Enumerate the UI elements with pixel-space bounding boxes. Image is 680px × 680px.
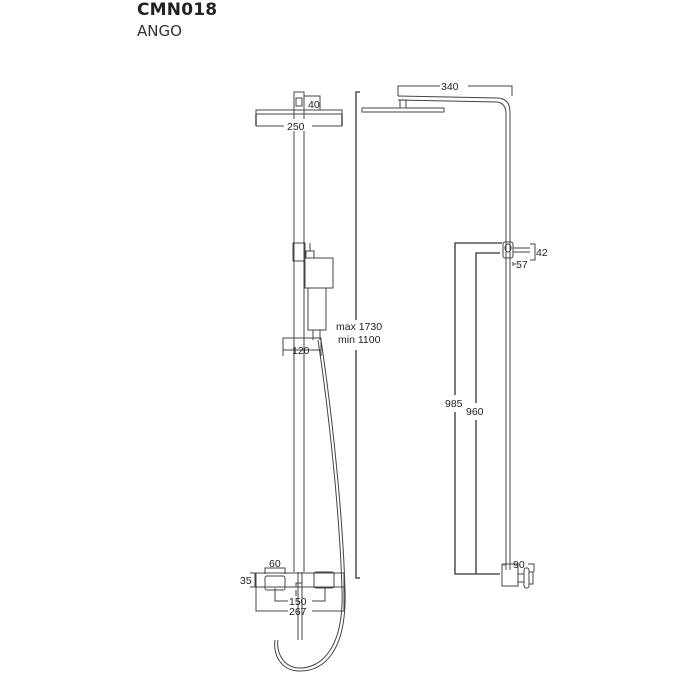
shower-arm — [361, 95, 511, 570]
dim-head-width: 250 — [287, 121, 305, 133]
slider-bracket — [282, 337, 322, 356]
side-view: 340 42 57 985 960 90 — [361, 81, 548, 589]
diverter-block — [292, 242, 334, 289]
dim-mount-height: 40 — [308, 99, 320, 111]
wall-bracket — [502, 241, 530, 259]
dim-bracket-to-valve: 960 — [466, 406, 484, 418]
thermostatic-valve — [255, 571, 345, 596]
hand-shower — [307, 288, 327, 340]
dim-valve-height: 35 — [240, 575, 252, 587]
hose — [277, 339, 343, 669]
dim-outlet-height: 985 — [445, 398, 463, 410]
series-name: ANGO — [137, 22, 182, 40]
dim-inlet-centres: 150 — [289, 596, 307, 608]
dim-bracket-depth: 57 — [516, 259, 528, 271]
dim-bracket-height: 42 — [536, 247, 548, 259]
dim-arm-projection: 340 — [441, 81, 459, 93]
dim-handle-width: 60 — [269, 558, 281, 570]
rain-shower-head — [255, 109, 343, 126]
dim-height-max: max 1730 — [336, 321, 382, 333]
dim-slider-width: 120 — [292, 345, 310, 357]
front-view: 40 250 120 — [240, 91, 382, 672]
dim-valve-projection: 90 — [513, 559, 525, 571]
head-connector — [293, 91, 305, 111]
model-code: CMN018 — [137, 0, 218, 20]
dim-height-min: min 1100 — [338, 334, 381, 346]
dim-valve-width: 267 — [289, 606, 307, 618]
riser-pipe — [293, 92, 305, 640]
